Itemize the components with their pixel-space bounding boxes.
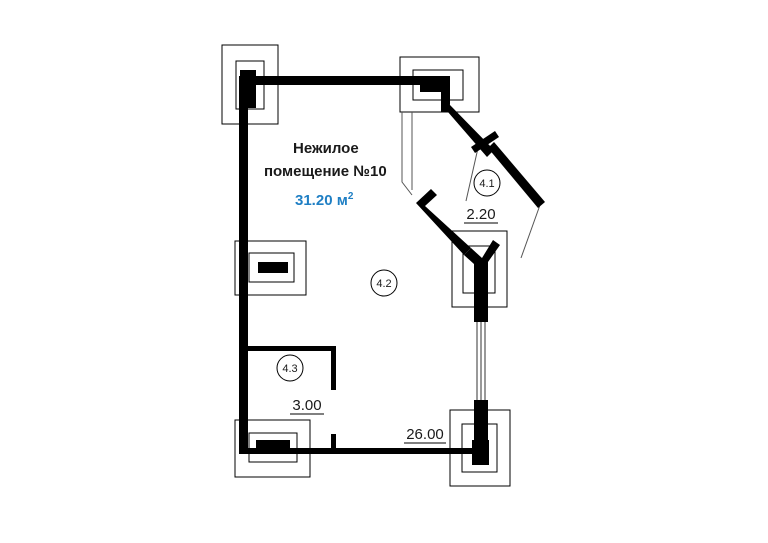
room-4-1-marker <box>473 169 501 197</box>
door-swing-lines <box>465 147 541 259</box>
thin-wall-outline <box>401 112 413 196</box>
room-4-1-area: 2.20 <box>466 206 495 223</box>
wall-slant-inner <box>416 189 471 255</box>
room-4-1-id: 4.1 <box>479 178 494 190</box>
room-4-3-id: 4.3 <box>282 363 297 375</box>
room-title-line1: Нежилое <box>293 140 359 157</box>
room-4-3-marker <box>276 354 304 382</box>
wall-top <box>239 76 450 85</box>
room-area-total: 31.20 м2 <box>295 191 354 209</box>
wall-room-4-3-right <box>331 346 336 390</box>
room-area-unit-sup: 2 <box>348 191 354 202</box>
room-area-value: 31.20 м <box>295 192 348 209</box>
window-right-wall <box>476 322 486 400</box>
room-title-line2: помещение №10 <box>264 163 387 180</box>
room-4-2-marker <box>370 269 398 297</box>
room-4-2-id: 4.2 <box>376 278 391 290</box>
room-4-2-area: 26.00 <box>406 426 444 443</box>
wall-room-4-3-top <box>248 346 336 351</box>
room-4-3-area: 3.00 <box>292 397 321 414</box>
walls <box>239 70 545 465</box>
wall-left <box>239 76 248 454</box>
column-left-middle <box>234 240 307 296</box>
wall-bottom <box>239 448 488 454</box>
